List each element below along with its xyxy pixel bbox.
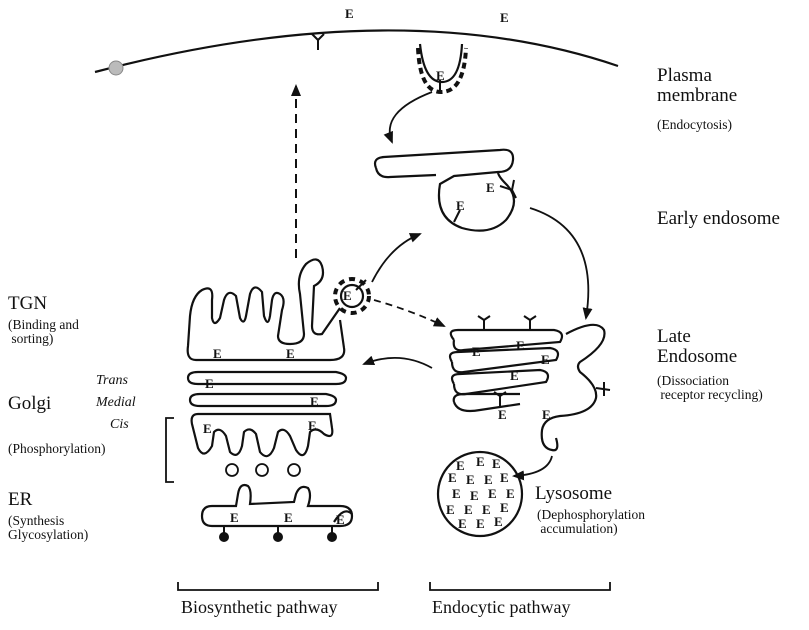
biosynthetic-pathway-label: Biosynthetic pathway	[181, 598, 337, 617]
tgn-to-late-arrow	[374, 300, 444, 326]
phosphorylation-label: (Phosphorylation)	[8, 442, 106, 456]
plasma-membrane	[95, 30, 618, 72]
enzyme-marker: E	[500, 500, 509, 515]
endocytic-pathway-label: Endocytic pathway	[432, 598, 570, 617]
late-endosome-note: (Dissociation receptor recycling)	[657, 374, 763, 402]
membrane-particle-dots	[109, 61, 123, 75]
enzyme-marker: E	[343, 288, 352, 303]
ribosomes	[220, 526, 336, 541]
enzyme-marker: E	[510, 368, 519, 383]
enzyme-marker: E	[542, 407, 551, 422]
enzyme-marker: E	[484, 472, 493, 487]
enzyme-marker: E	[498, 407, 507, 422]
enzyme-marker: E	[452, 486, 461, 501]
er-note: (Synthesis Glycosylation)	[8, 514, 88, 542]
enzyme-marker: E	[448, 470, 457, 485]
cis-label: Cis	[110, 418, 129, 433]
enzyme-marker: E	[482, 502, 491, 517]
tgn-coated-vesicle	[335, 279, 369, 313]
golgi-label: Golgi	[8, 394, 51, 414]
enzyme-marker: E	[345, 6, 354, 21]
enzyme-marker: E	[472, 344, 481, 359]
enzyme-marker: E	[310, 394, 319, 409]
enzyme-marker: E	[470, 488, 479, 503]
surface-receptor	[312, 34, 324, 50]
lysosome-note: (Dephosphorylation accumulation)	[537, 508, 645, 536]
enzyme-marker: E	[486, 180, 495, 195]
enzyme-marker: E	[494, 514, 503, 529]
enzyme-marker: E	[488, 486, 497, 501]
enzyme-marker: E	[456, 198, 465, 213]
enzyme-marker: E	[308, 418, 317, 433]
trans-label: Trans	[96, 374, 128, 389]
transport-vesicles	[226, 464, 300, 476]
tgn-note: (Binding and sorting)	[8, 318, 79, 346]
enzyme-marker: E	[230, 510, 239, 525]
biosynthetic-bracket	[178, 582, 378, 590]
enzyme-marker: E	[446, 502, 455, 517]
enzyme-marker: E	[516, 338, 525, 353]
endocytic-bracket	[430, 582, 610, 590]
enzyme-marker: E	[476, 516, 485, 531]
enzyme-marker: E	[336, 512, 345, 527]
enzyme-marker: E	[466, 472, 475, 487]
enzyme-marker: E	[203, 421, 212, 436]
tgn-shape	[188, 259, 345, 360]
enzyme-marker: E	[284, 510, 293, 525]
enzyme-marker: E	[492, 456, 501, 471]
late-endosome-label: Late Endosome	[657, 327, 737, 367]
enzyme-marker: E	[464, 502, 473, 517]
maturation-arrow	[530, 208, 588, 318]
enzyme-marker: E	[500, 10, 509, 25]
lysosome-label: Lysosome	[535, 484, 612, 504]
endocytosis-label: (Endocytosis)	[657, 118, 732, 132]
plasma-membrane-label: Plasma membrane	[657, 66, 737, 106]
lysosome-arrow	[514, 456, 552, 476]
tgn-to-early-arrow	[372, 234, 420, 282]
enzyme-marker: E	[205, 376, 214, 391]
enzyme-marker: E	[436, 68, 445, 83]
enzyme-marker: E	[500, 470, 509, 485]
er-shape	[202, 485, 352, 526]
phosphorylation-bracket	[166, 418, 174, 482]
tgn-label: TGN	[8, 294, 47, 314]
enzyme-marker: E	[476, 454, 485, 469]
er-label: ER	[8, 490, 32, 510]
enzyme-marker: E	[506, 486, 515, 501]
recycling-arrow	[364, 358, 432, 368]
endocytosis-arrow	[390, 92, 432, 142]
enzyme-marker: E	[213, 346, 222, 361]
enzyme-marker: E	[456, 458, 465, 473]
enzyme-marker: E	[286, 346, 295, 361]
medial-label: Medial	[96, 396, 136, 411]
enzyme-marker: E	[541, 352, 550, 367]
enzyme-marker: E	[458, 516, 467, 531]
early-endosome-label: Early endosome	[657, 209, 780, 229]
